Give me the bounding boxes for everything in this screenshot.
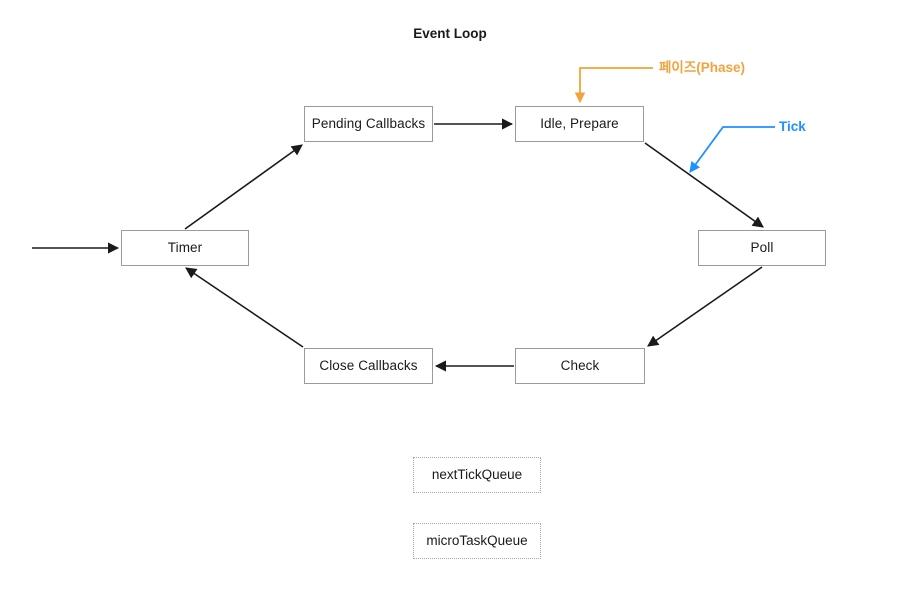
node-check-label: Check [560,358,600,374]
edge-close-to-timer [185,267,304,348]
node-next-tick-queue-label: nextTickQueue [431,467,523,483]
node-pending-callbacks[interactable]: Pending Callbacks [304,106,433,142]
edge-poll-to-check [647,266,763,347]
annotation-tick-label: Tick [779,119,806,134]
node-idle-prepare[interactable]: Idle, Prepare [515,106,644,142]
node-close-callbacks[interactable]: Close Callbacks [304,348,433,384]
node-close-callbacks-label: Close Callbacks [319,358,418,374]
edge-timer-to-pending [184,144,303,230]
annotation-phase-label: 페이즈(Phase) [659,60,746,75]
phase-connector [574,67,653,104]
node-micro-task-queue[interactable]: microTaskQueue [413,523,541,559]
tick-connector [689,126,775,173]
node-pending-callbacks-label: Pending Callbacks [311,116,426,132]
node-check[interactable]: Check [515,348,645,384]
node-timer[interactable]: Timer [121,230,249,266]
node-next-tick-queue[interactable]: nextTickQueue [413,457,541,493]
node-poll[interactable]: Poll [698,230,826,266]
edge-idle-to-poll [644,142,764,228]
node-micro-task-queue-label: microTaskQueue [426,533,528,549]
node-poll-label: Poll [750,240,774,256]
page-title: Event Loop [413,26,487,41]
node-timer-label: Timer [167,240,203,256]
node-idle-prepare-label: Idle, Prepare [540,116,619,132]
